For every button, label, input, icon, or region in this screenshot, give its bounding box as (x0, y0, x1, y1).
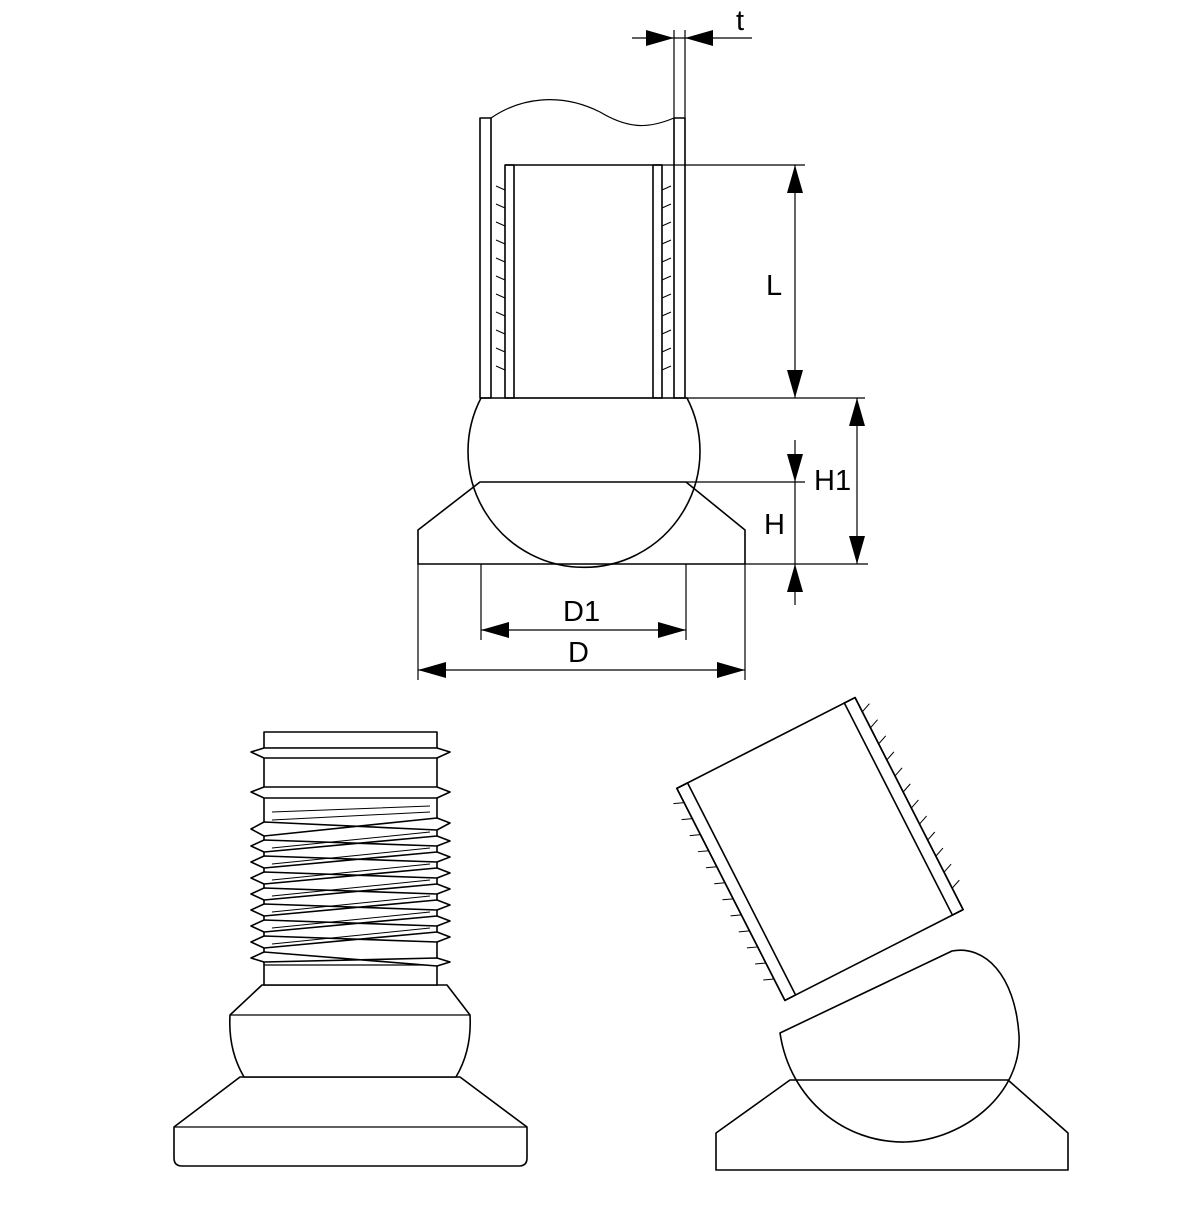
tilted-stem-body (676, 696, 964, 1002)
tube-wall-right (673, 117, 686, 399)
stem-wall-right (652, 164, 663, 399)
stem-wall-left (504, 164, 515, 399)
label-l: L (766, 270, 782, 302)
base-section (417, 481, 746, 565)
tube-wall-left (479, 117, 492, 399)
label-h: H (764, 509, 785, 541)
foot-side-view (173, 1076, 528, 1167)
tilted-stem-ribs (673, 703, 960, 981)
label-h1: H1 (814, 465, 851, 497)
tilted-base-section (715, 1079, 1069, 1171)
dimension-d: D (417, 564, 746, 680)
dimension-l: L (662, 164, 865, 399)
tilted-stem-wall-left (676, 782, 797, 1002)
exterior-view (173, 731, 528, 1167)
label-d: D (568, 637, 589, 669)
tube-break-line (490, 99, 675, 127)
ball-section (467, 397, 701, 569)
dimension-d1: D1 (480, 564, 687, 640)
stem-ribs-exterior (250, 747, 451, 967)
dimension-h: H (686, 440, 805, 605)
label-d1: D1 (563, 596, 600, 628)
tilted-stem-wall-right (843, 696, 964, 916)
ball-collar (228, 984, 472, 1078)
label-t: t (736, 5, 744, 37)
dimension-t: t (632, 5, 752, 118)
section-view: t L H1 H (417, 5, 868, 680)
tilted-ball-section (779, 949, 1020, 1143)
tilted-section-view (673, 696, 1069, 1171)
stem-ribs (495, 185, 672, 371)
dimension-h1: H1 (745, 398, 868, 565)
